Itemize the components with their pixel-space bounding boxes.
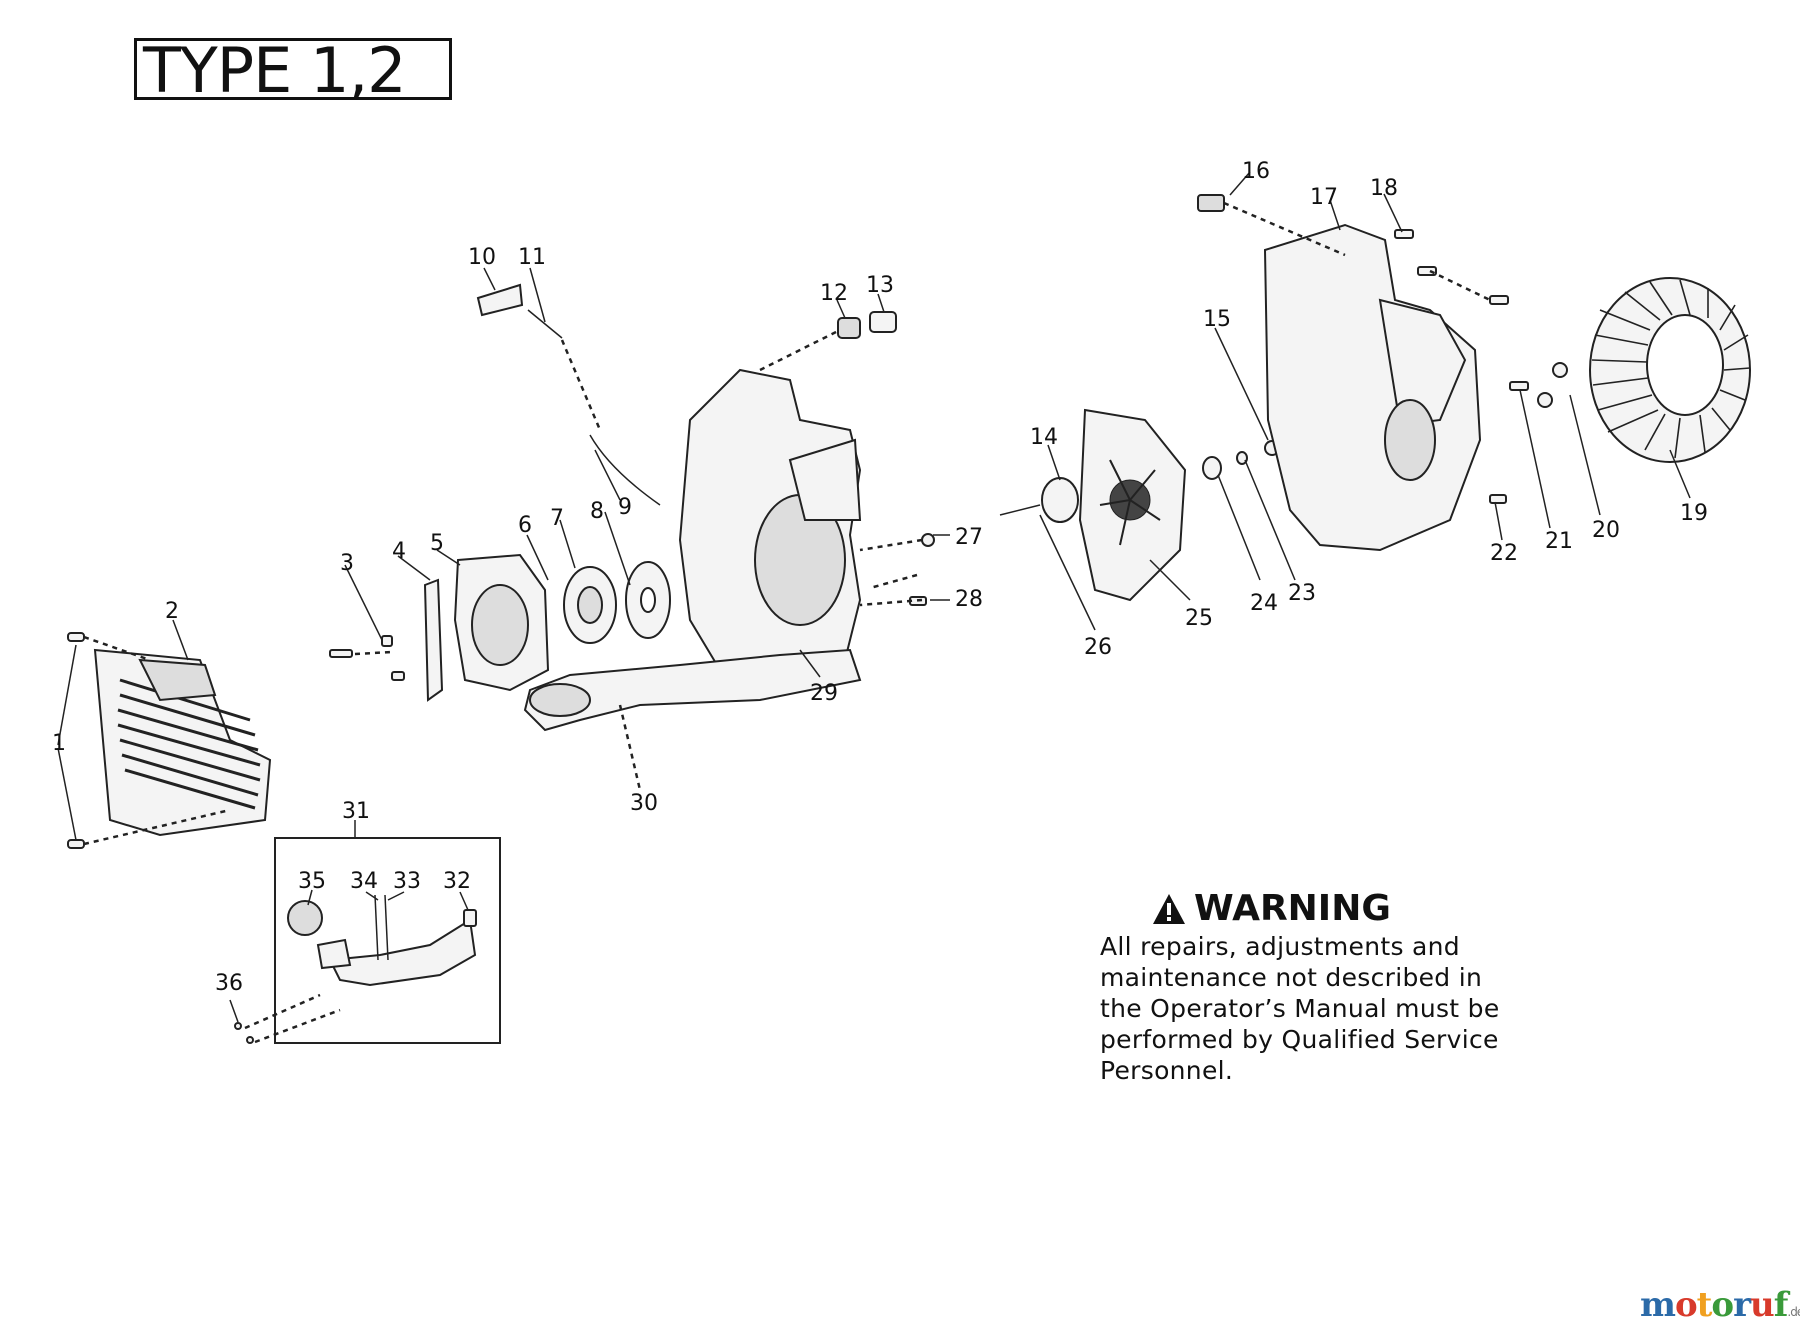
warning-line: All repairs, adjustments and — [1100, 932, 1460, 961]
warning-line: maintenance not described in — [1100, 963, 1483, 992]
part-washer-23 — [1236, 451, 1248, 465]
type-label: TYPE 1,2 — [134, 38, 452, 102]
callout-24: 24 — [1250, 591, 1278, 616]
callout-30: 30 — [630, 791, 658, 816]
part-main-housing — [523, 368, 862, 732]
brand-letter: r — [1733, 1285, 1751, 1325]
part-pulley — [563, 566, 617, 644]
callout-7: 7 — [550, 506, 564, 531]
part-screws-36b — [246, 1036, 254, 1044]
callout-33: 33 — [393, 869, 421, 894]
warning-line: performed by Qualified Service — [1100, 1025, 1499, 1054]
callout-15: 15 — [1203, 307, 1231, 332]
warning-title: WARNING — [1194, 888, 1391, 929]
callout-25: 25 — [1185, 606, 1213, 631]
callout-29: 29 — [810, 681, 838, 706]
warning-header: WARNING — [1152, 888, 1520, 929]
callout-13: 13 — [866, 273, 894, 298]
part-washer — [625, 561, 671, 639]
brand-letter: o — [1674, 1285, 1698, 1325]
brand-letter: f — [1773, 1285, 1789, 1325]
inset-box-31 — [274, 837, 501, 1044]
part-screws-3 — [329, 635, 405, 681]
part-impeller — [1078, 408, 1187, 602]
callout-3: 3 — [340, 551, 354, 576]
part-nut-27 — [921, 533, 935, 547]
part-rear-grille — [1589, 277, 1751, 463]
part-shaft — [999, 477, 1079, 523]
callout-27: 27 — [955, 525, 983, 550]
callout-36: 36 — [215, 971, 243, 996]
part-cover-screws — [67, 632, 85, 849]
callout-16: 16 — [1242, 159, 1270, 184]
part-switch — [1197, 194, 1225, 212]
brand-tld: .de — [1787, 1305, 1800, 1319]
callout-20: 20 — [1592, 518, 1620, 543]
callout-28: 28 — [955, 587, 983, 612]
callout-10: 10 — [468, 245, 496, 270]
part-washer-24 — [1202, 456, 1222, 480]
brand-letter: u — [1750, 1285, 1775, 1325]
part-clip-13 — [869, 311, 897, 333]
brand-logo: motoruf.de — [1640, 1285, 1800, 1325]
part-springs — [1537, 362, 1568, 408]
part-screws-18 — [1394, 229, 1509, 305]
callout-4: 4 — [392, 539, 406, 564]
callout-21: 21 — [1545, 529, 1573, 554]
warning-line: Personnel. — [1100, 1056, 1234, 1085]
callout-14: 14 — [1030, 425, 1058, 450]
part-front-cover — [93, 648, 272, 837]
callout-18: 18 — [1370, 176, 1398, 201]
callout-12: 12 — [820, 281, 848, 306]
callout-11: 11 — [518, 245, 546, 270]
callout-23: 23 — [1288, 581, 1316, 606]
part-starter-housing — [453, 553, 550, 692]
callout-1: 1 — [52, 731, 66, 756]
brand-letter: t — [1696, 1285, 1713, 1325]
callout-numbers: 1 2 3 4 5 6 7 8 9 10 11 12 13 14 15 16 1… — [52, 159, 1708, 996]
warning-notice: WARNING All repairs, adjustments and mai… — [1100, 888, 1520, 1086]
part-fuel-hose — [589, 434, 661, 506]
part-clip-12 — [837, 317, 861, 339]
part-rear-housing — [1263, 223, 1482, 552]
callout-26: 26 — [1084, 635, 1112, 660]
warning-triangle-icon — [1153, 893, 1185, 924]
callout-17: 17 — [1310, 185, 1338, 210]
callout-31: 31 — [342, 799, 370, 824]
part-screws-36 — [234, 1022, 242, 1030]
callout-8: 8 — [590, 499, 604, 524]
part-gasket — [423, 578, 444, 702]
callout-19: 19 — [1680, 501, 1708, 526]
callout-32: 32 — [443, 869, 471, 894]
callout-6: 6 — [518, 513, 532, 538]
callout-35: 35 — [298, 869, 326, 894]
part-ignition-plate — [476, 283, 563, 339]
callout-2: 2 — [165, 599, 179, 624]
leader-lines — [57, 171, 1691, 1023]
warning-line: the Operator’s Manual must be — [1100, 994, 1500, 1023]
part-screw-21 — [1509, 381, 1529, 391]
callout-9: 9 — [618, 495, 632, 520]
callout-34: 34 — [350, 869, 378, 894]
part-nozzle-assembly — [287, 894, 477, 987]
callout-5: 5 — [430, 531, 444, 556]
callout-22: 22 — [1490, 541, 1518, 566]
warning-text: All repairs, adjustments and maintenance… — [1100, 931, 1520, 1086]
brand-letter: m — [1640, 1285, 1676, 1325]
brand-letter: o — [1711, 1285, 1734, 1325]
assembly-lines — [83, 201, 1491, 1044]
part-screw-22 — [1489, 494, 1507, 504]
